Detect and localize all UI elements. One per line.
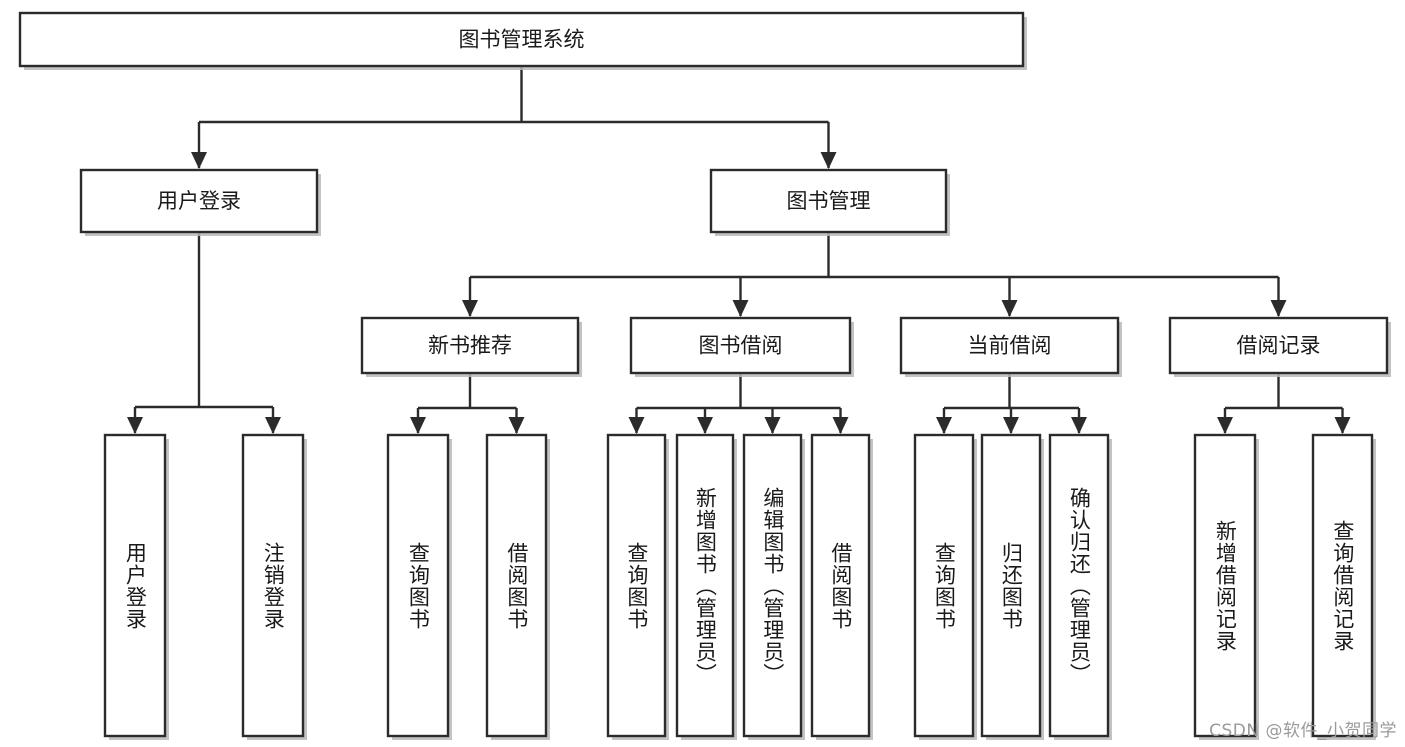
arrow-head-icon: [732, 300, 749, 317]
node-leaf-9[interactable]: [980, 433, 1042, 738]
node-level3-3[interactable]: [1168, 316, 1389, 375]
node-leaf-0[interactable]: [103, 433, 167, 738]
watermark-text: CSDN @软件_小贺同学: [1209, 721, 1397, 741]
node-leaf-10[interactable]: [1048, 433, 1110, 738]
node-level3-label-2: 当前借阅: [968, 334, 1052, 358]
arrow-head-icon: [936, 417, 952, 434]
node-leaf-6[interactable]: [742, 433, 803, 738]
node-level2-1[interactable]: [709, 168, 948, 234]
node-level3-label-0: 新书推荐: [428, 334, 512, 358]
arrow-head-icon: [820, 152, 837, 169]
node-level3-label-3: 借阅记录: [1237, 334, 1321, 358]
connectors-layer: [127, 66, 1351, 434]
node-level2-0[interactable]: [79, 168, 319, 234]
arrow-head-icon: [832, 417, 849, 434]
node-leaf-1[interactable]: [241, 433, 305, 738]
arrow-head-icon: [1334, 417, 1351, 434]
arrow-head-icon: [1217, 417, 1233, 434]
arrow-head-icon: [1071, 417, 1087, 434]
node-leaf-3[interactable]: [485, 433, 548, 738]
arrow-head-icon: [508, 417, 525, 434]
arrow-head-icon: [127, 417, 143, 434]
node-leaf-8[interactable]: [913, 433, 975, 738]
arrow-head-icon: [1270, 300, 1287, 317]
node-level3-2[interactable]: [899, 316, 1120, 375]
node-leaf-5[interactable]: [675, 433, 735, 738]
node-leaf-12[interactable]: [1311, 433, 1374, 738]
arrow-head-icon: [764, 417, 781, 434]
arrow-head-icon: [410, 417, 426, 434]
node-level2-label-0: 用户登录: [157, 189, 241, 213]
node-leaf-7[interactable]: [810, 433, 871, 738]
node-leaf-11[interactable]: [1193, 433, 1257, 738]
node-level3-0[interactable]: [360, 316, 580, 375]
boxes-layer: [18, 11, 1391, 740]
node-level3-1[interactable]: [629, 316, 852, 375]
arrow-head-icon: [1003, 417, 1019, 434]
node-level2-label-1: 图书管理: [787, 189, 871, 213]
arrow-head-icon: [697, 417, 713, 434]
node-leaf-2[interactable]: [386, 433, 450, 738]
arrow-head-icon: [191, 152, 207, 169]
node-root-label: 图书管理系统: [459, 28, 585, 52]
node-leaf-4[interactable]: [606, 433, 667, 738]
arrow-head-icon: [462, 300, 478, 317]
node-root-图书管理系统[interactable]: [18, 11, 1025, 68]
node-level3-label-1: 图书借阅: [699, 334, 783, 358]
arrow-head-icon: [1001, 300, 1018, 317]
arrow-head-icon: [265, 417, 281, 434]
arrow-head-icon: [628, 417, 645, 434]
